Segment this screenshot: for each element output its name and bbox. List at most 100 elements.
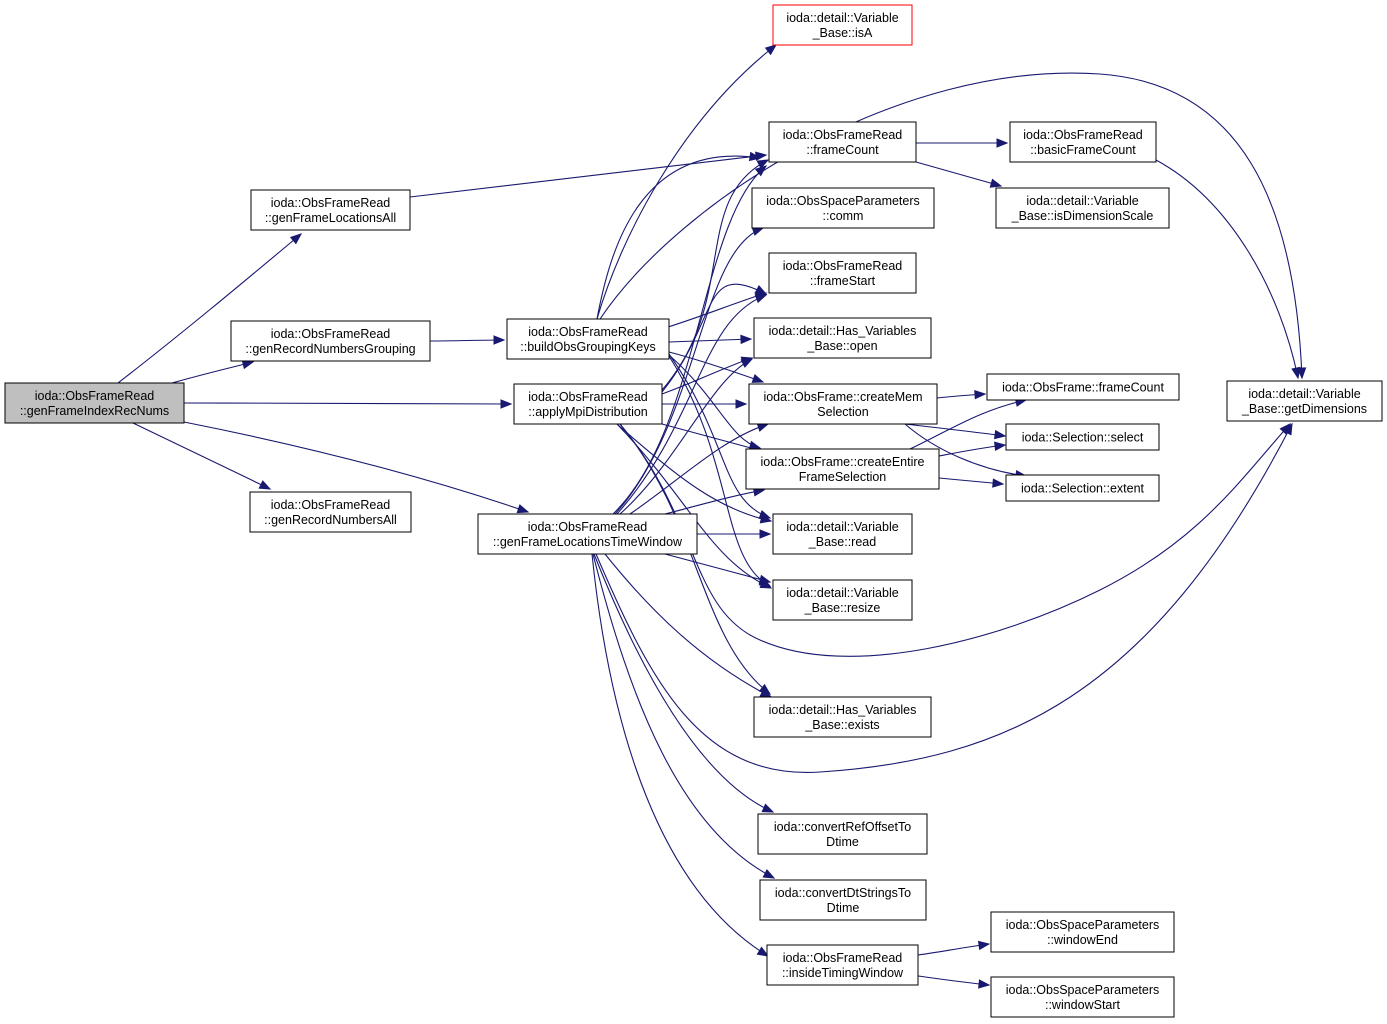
node-obsFrameFrameCount[interactable]: ioda::ObsFrame::frameCount xyxy=(986,373,1180,401)
node-label-line: ::applyMpiDistribution xyxy=(528,405,648,419)
node-label-line: ::windowStart xyxy=(1045,998,1121,1012)
node-genFrameIndexRecNums[interactable]: ioda::ObsFrameRead::genFrameIndexRecNums xyxy=(4,382,185,424)
node-label-line: ::windowEnd xyxy=(1047,933,1118,947)
node-box xyxy=(1005,423,1160,451)
node-box xyxy=(753,317,932,359)
call-edge-genFrameIndexRecNums-to-genRecordNumbersAll xyxy=(132,422,272,490)
node-label-line: ioda::ObsSpaceParameters xyxy=(1006,918,1160,932)
node-box xyxy=(230,320,431,362)
arrowhead-icon xyxy=(1291,366,1301,380)
node-label-line: ::genFrameIndexRecNums xyxy=(20,404,169,418)
node-box xyxy=(745,448,940,490)
node-box xyxy=(990,911,1175,953)
call-edge-genFrameLocationsAll-to-frameCount xyxy=(409,151,768,198)
node-isDimensionScale[interactable]: ioda::detail::Variable_Base::isDimension… xyxy=(995,187,1170,229)
call-edge-genFrameIndexRecNums-to-genFrameLocationsTimeWindow xyxy=(183,421,530,514)
call-edge-genFrameLocationsTimeWindow-to-comm xyxy=(614,226,765,515)
arrowhead-icon xyxy=(1282,422,1293,436)
arrowhead-icon xyxy=(740,334,753,345)
edge-line xyxy=(599,72,1303,379)
node-label-line: ioda::ObsFrameRead xyxy=(35,389,155,403)
node-genFrameLocationsTimeWindow[interactable]: ioda::ObsFrameRead::genFrameLocationsTim… xyxy=(477,513,698,555)
node-getDimensions[interactable]: ioda::detail::Variable_Base::getDimensio… xyxy=(1226,380,1383,422)
arrowhead-icon xyxy=(258,480,272,490)
node-box xyxy=(506,318,670,360)
node-basicFrameCount[interactable]: ioda::ObsFrameRead::basicFrameCount xyxy=(1009,121,1157,163)
arrowhead-icon xyxy=(974,389,987,400)
arrowhead-icon xyxy=(756,946,770,957)
arrowhead-icon xyxy=(978,979,991,989)
arrowhead-icon xyxy=(759,529,772,539)
call-edge-createEntireFrameSelection-to-extent xyxy=(938,477,1005,488)
node-label-line: ::basicFrameCount xyxy=(1030,143,1136,157)
node-applyMpiDistribution[interactable]: ioda::ObsFrameRead::applyMpiDistribution xyxy=(513,383,663,425)
node-exists[interactable]: ioda::detail::Has_Variables_Base::exists xyxy=(753,696,932,738)
call-edge-genFrameLocationsTimeWindow-to-read xyxy=(696,529,772,539)
node-label-line: _Base::open xyxy=(806,339,877,353)
call-edge-buildObsGroupingKeys-to-createMemSelection xyxy=(668,351,765,383)
call-edge-buildObsGroupingKeys-to-isA xyxy=(596,44,778,320)
node-box xyxy=(757,813,928,855)
edge-line xyxy=(409,154,767,198)
node-label-line: ioda::ObsSpaceParameters xyxy=(1006,983,1160,997)
node-label-line: ioda::ObsFrameRead xyxy=(783,128,903,142)
call-edge-applyMpiDistribution-to-createEntireFrameSelection xyxy=(661,423,764,453)
arrowhead-icon xyxy=(993,429,1007,440)
call-edge-basicFrameCount-to-getDimensions xyxy=(1155,159,1301,380)
call-edge-genFrameLocationsTimeWindow-to-exists xyxy=(604,553,773,698)
edge-line xyxy=(183,421,529,513)
call-edge-genFrameLocationsTimeWindow-to-resize xyxy=(664,553,772,584)
node-genFrameLocationsAll[interactable]: ioda::ObsFrameRead::genFrameLocationsAll xyxy=(250,189,411,231)
node-label-line: ioda::detail::Has_Variables xyxy=(769,324,917,338)
edge-line xyxy=(117,233,302,384)
call-edge-buildObsGroupingKeys-to-getDimensions xyxy=(599,72,1307,380)
call-edge-genFrameLocationsTimeWindow-to-getDimensions xyxy=(595,422,1293,773)
node-genRecordNumbersAll[interactable]: ioda::ObsFrameRead::genRecordNumbersAll xyxy=(249,491,412,533)
edge-line xyxy=(619,358,753,515)
node-label-line: ::genRecordNumbersAll xyxy=(264,513,397,527)
node-read[interactable]: ioda::detail::Variable_Base::read xyxy=(772,513,913,555)
node-comm[interactable]: ioda::ObsSpaceParameters::comm xyxy=(751,187,935,229)
call-edge-genFrameIndexRecNums-to-genFrameLocationsAll xyxy=(117,233,303,384)
arrowhead-icon xyxy=(996,138,1009,148)
arrowhead-icon xyxy=(754,284,768,295)
node-insideTimingWindow[interactable]: ioda::ObsFrameRead::insideTimingWindow xyxy=(766,944,919,986)
node-label-line: ioda::convertRefOffsetTo xyxy=(774,820,911,834)
call-edges xyxy=(117,44,1307,989)
call-edge-buildObsGroupingKeys-to-createEntireFrameSelection xyxy=(668,354,762,450)
node-select[interactable]: ioda::Selection::select xyxy=(1005,423,1160,451)
edge-line xyxy=(592,553,775,879)
call-edge-genFrameIndexRecNums-to-genRecordNumbersGrouping xyxy=(171,359,255,384)
node-extent[interactable]: ioda::Selection::extent xyxy=(1005,474,1160,502)
arrowhead-icon xyxy=(759,514,773,524)
node-windowEnd[interactable]: ioda::ObsSpaceParameters::windowEnd xyxy=(990,911,1175,953)
node-label-line: ::frameCount xyxy=(806,143,879,157)
arrowhead-icon xyxy=(735,399,748,409)
node-createEntireFrameSelection[interactable]: ioda::ObsFrame::createEntireFrameSelecti… xyxy=(745,448,940,490)
node-windowStart[interactable]: ioda::ObsSpaceParameters::windowStart xyxy=(990,976,1175,1018)
call-edge-genFrameLocationsTimeWindow-to-convertRefOffsetToDtime xyxy=(593,553,775,813)
edge-line xyxy=(619,423,1291,657)
node-label-line: ioda::ObsFrameRead xyxy=(271,196,391,210)
node-frameCount[interactable]: ioda::ObsFrameRead::frameCount xyxy=(768,121,917,163)
node-open[interactable]: ioda::detail::Has_Variables_Base::open xyxy=(753,317,932,359)
arrowhead-icon xyxy=(756,422,770,432)
call-edge-genRecordNumbersGrouping-to-buildObsGroupingKeys xyxy=(429,335,506,345)
node-label-line: ioda::convertDtStringsTo xyxy=(775,886,911,900)
node-label-line: ::comm xyxy=(823,209,864,223)
node-isA[interactable]: ioda::detail::Variable_Base::isA xyxy=(772,4,913,46)
node-buildObsGroupingKeys[interactable]: ioda::ObsFrameRead::buildObsGroupingKeys xyxy=(506,318,670,360)
edge-line xyxy=(664,553,771,583)
call-edge-createMemSelection-to-obsFrameFrameCount xyxy=(936,389,987,400)
edge-line xyxy=(917,943,990,956)
arrowhead-icon xyxy=(241,359,255,370)
edge-line xyxy=(668,353,771,519)
node-genRecordNumbersGrouping[interactable]: ioda::ObsFrameRead::genRecordNumbersGrou… xyxy=(230,320,431,362)
node-frameStart[interactable]: ioda::ObsFrameRead::frameStart xyxy=(768,252,917,294)
node-resize[interactable]: ioda::detail::Variable_Base::resize xyxy=(772,579,913,621)
edge-line xyxy=(616,423,772,522)
node-box xyxy=(995,187,1170,229)
